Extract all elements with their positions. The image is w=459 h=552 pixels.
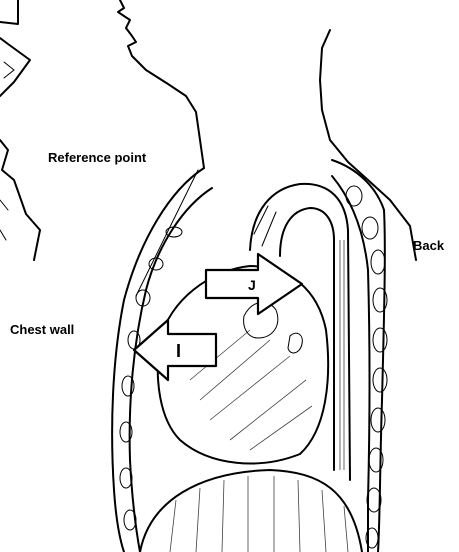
arrow-i: I <box>134 320 216 380</box>
reference-point-leader-line <box>136 170 198 296</box>
aortic-arch <box>250 184 350 480</box>
patient-profile-outline <box>118 0 416 260</box>
arrow-i-label: I <box>176 341 181 361</box>
chest-wall-label: Chest wall <box>10 322 74 337</box>
back-label: Back <box>413 238 445 253</box>
diaphragm <box>140 470 362 552</box>
vertebrae-posterior <box>346 186 387 548</box>
arrow-j-label: J <box>248 277 256 293</box>
inset-drawing-fragment <box>0 0 40 260</box>
reference-point-label: Reference point <box>48 150 147 165</box>
